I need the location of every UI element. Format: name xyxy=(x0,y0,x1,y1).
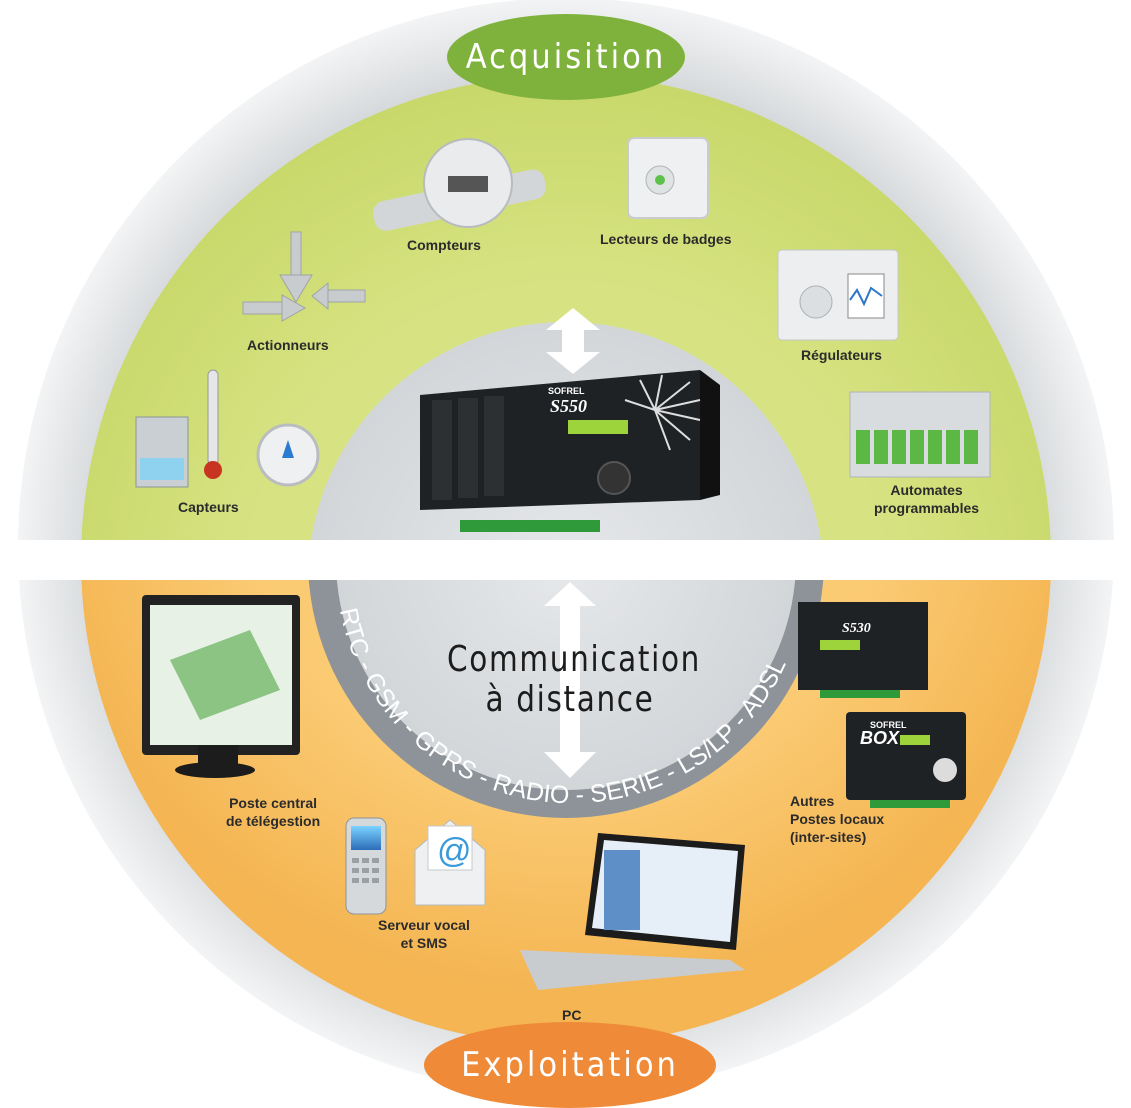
label-automates-line1: Automates xyxy=(890,482,963,498)
box-model-label: BOX xyxy=(860,728,900,748)
label-pc: PC xyxy=(562,1007,582,1023)
sofrel-s550-device: SOFREL S550 xyxy=(420,370,720,532)
label-serveur-vocal-line1: Serveur vocal xyxy=(378,917,470,933)
mobile-phone-icon xyxy=(345,817,387,915)
label-capteurs: Capteurs xyxy=(178,499,239,515)
label-serveur-vocal-line2: et SMS xyxy=(400,935,448,951)
device-model-label: S550 xyxy=(550,396,587,416)
label-compteurs: Compteurs xyxy=(407,237,481,253)
label-autres-postes: Autres Postes locaux (inter-sites) xyxy=(790,792,884,846)
laptop-icon xyxy=(520,833,745,990)
label-automates-line2: programmables xyxy=(874,500,980,516)
arrow-bottom xyxy=(544,582,596,778)
label-autres-line1: Autres xyxy=(790,793,835,809)
label-serveur-vocal: Serveur vocal et SMS xyxy=(378,916,470,952)
svg-text:@: @ xyxy=(437,832,472,870)
sofrel-s530-device: S530 xyxy=(798,602,928,698)
label-autres-line2: Postes locaux xyxy=(790,811,885,827)
label-automates: Automates programmables xyxy=(874,481,979,517)
label-poste-central-line2: de télégestion xyxy=(226,813,321,829)
plc-icon xyxy=(849,391,991,478)
device-brand-label: SOFREL xyxy=(548,386,585,396)
actuator-icon xyxy=(242,231,366,322)
s530-model-label: S530 xyxy=(842,621,871,636)
center-title-line1: Communication xyxy=(447,639,701,680)
label-autres-line3: (inter-sites) xyxy=(790,829,867,845)
label-poste-central: Poste central de télégestion xyxy=(226,794,320,830)
label-regulateurs: Régulateurs xyxy=(801,347,882,363)
center-title: Communication à distance xyxy=(447,639,701,720)
acquisition-title: Acquisition xyxy=(447,14,685,100)
sofrel-box-device: SOFREL BOX xyxy=(846,712,966,808)
label-poste-central-line1: Poste central xyxy=(229,795,318,811)
monitor-icon xyxy=(142,595,300,778)
center-title-line2: à distance xyxy=(485,679,655,720)
regulator-icon xyxy=(777,249,899,341)
sensor-icons xyxy=(135,369,320,488)
label-actionneurs: Actionneurs xyxy=(247,337,329,353)
arrow-top xyxy=(546,308,600,374)
box-brand-label: SOFREL xyxy=(870,720,907,730)
label-lecteurs-badges: Lecteurs de badges xyxy=(600,231,732,247)
badge-reader-icon xyxy=(627,137,709,219)
exploitation-title: Exploitation xyxy=(424,1022,716,1108)
meter-icon xyxy=(373,138,546,231)
email-envelope-icon: @ xyxy=(414,819,486,906)
separator-band xyxy=(0,540,1131,580)
